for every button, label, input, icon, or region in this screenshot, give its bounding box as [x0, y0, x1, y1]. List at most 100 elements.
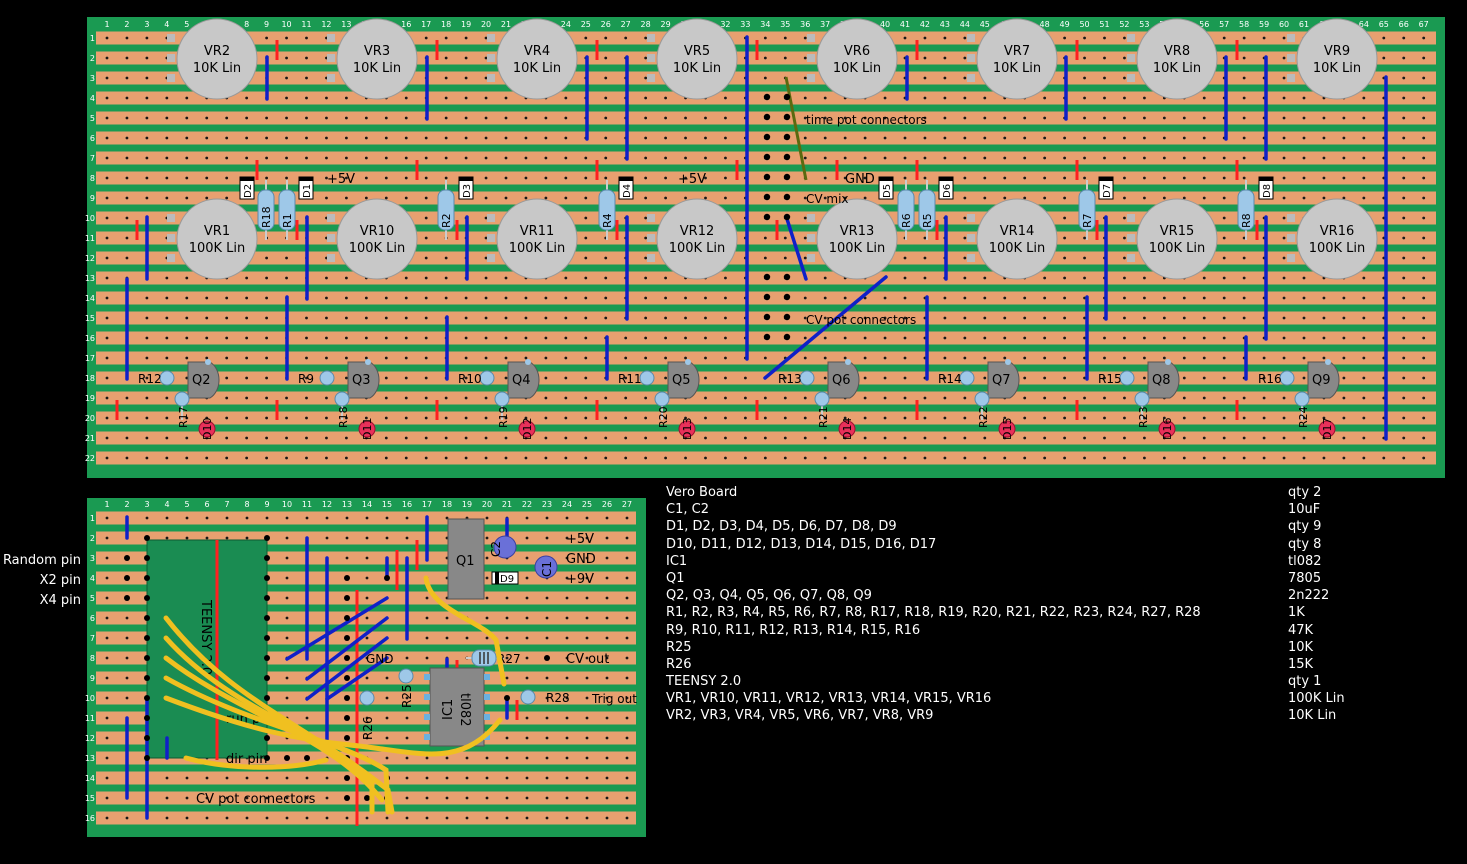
hole: [843, 356, 847, 360]
hole: [1362, 456, 1366, 460]
hole: [444, 156, 448, 160]
hole: [365, 616, 369, 620]
pot-lug: [487, 54, 495, 62]
hole: [1023, 416, 1027, 420]
hole: [823, 96, 827, 100]
hole: [444, 296, 448, 300]
led-d17: D17: [1318, 418, 1336, 440]
teensy-pin: [144, 555, 150, 561]
column-number: 1: [104, 500, 109, 509]
hole: [1003, 136, 1007, 140]
hole: [883, 356, 887, 360]
column-number: 58: [1239, 20, 1249, 29]
time-pot-connectors-label: time pot connectors: [806, 113, 927, 127]
hole: [1063, 336, 1066, 340]
column-number: 17: [421, 20, 431, 29]
hole: [1362, 356, 1366, 360]
hole: [1202, 96, 1206, 100]
bom-parts: R25: [666, 639, 692, 655]
row-number: 3: [90, 74, 95, 83]
hole: [1342, 316, 1346, 320]
hole: [605, 616, 609, 620]
hole: [983, 156, 987, 160]
resistor-r7: R7: [1078, 180, 1096, 240]
hole: [1302, 196, 1306, 200]
hole: [1282, 76, 1286, 80]
resistor-r1: R1: [278, 180, 296, 240]
hole: [724, 276, 727, 280]
diode-label: D7: [1102, 184, 1113, 198]
hole: [105, 176, 109, 180]
column-number: 26: [601, 20, 611, 29]
hole: [1182, 416, 1186, 420]
hole: [1302, 176, 1306, 180]
hole: [585, 656, 589, 660]
hole: [1202, 456, 1206, 460]
hole: [664, 356, 667, 360]
hole: [505, 656, 509, 660]
led-d13: D13: [678, 418, 696, 440]
hole: [525, 796, 529, 800]
d9-label: D9: [500, 574, 514, 585]
hole: [963, 116, 967, 120]
hole: [125, 236, 129, 240]
hole: [1362, 376, 1366, 380]
pot-name: VR15: [1160, 224, 1194, 239]
hole: [265, 316, 268, 320]
hole: [744, 376, 747, 380]
hole: [1222, 156, 1226, 160]
hole: [464, 436, 468, 440]
hole: [883, 96, 887, 100]
hole: [1222, 216, 1226, 220]
hole: [404, 156, 408, 160]
hole: [704, 196, 707, 200]
hole: [485, 556, 489, 560]
hole: [1123, 176, 1126, 180]
hole: [883, 436, 887, 440]
column-number: 27: [621, 20, 631, 29]
hole: [125, 36, 129, 40]
hole: [384, 136, 388, 140]
hole: [105, 776, 109, 780]
hole: [823, 116, 827, 120]
resistor-body: [257, 189, 275, 231]
hole: [484, 296, 488, 300]
hole: [405, 776, 409, 780]
hole: [1422, 316, 1426, 320]
hole: [644, 396, 648, 400]
hole: [565, 696, 569, 700]
hole: [1402, 236, 1406, 240]
pot-lug: [487, 234, 495, 242]
hole: [225, 816, 229, 820]
hole: [1402, 196, 1406, 200]
hole: [883, 316, 887, 320]
transistor-pin: [1005, 359, 1011, 365]
pot-value: 100K Lin: [509, 241, 566, 256]
hole: [1103, 136, 1106, 140]
pot-name: VR3: [364, 44, 390, 59]
hole: [425, 636, 429, 640]
hole: [684, 416, 687, 420]
pot-lug: [807, 214, 815, 222]
pot-lug: [1127, 54, 1135, 62]
hole: [325, 516, 329, 520]
hole: [1103, 76, 1106, 80]
hole: [345, 376, 348, 380]
diode-d5: D5: [878, 176, 894, 200]
led-body: [678, 420, 696, 438]
hole: [983, 116, 987, 120]
pot-name: VR1: [204, 224, 230, 239]
transistor-body: [987, 361, 1020, 399]
hole: [803, 296, 807, 300]
hole: [404, 276, 408, 280]
hole: [404, 296, 408, 300]
resistor-r5: R5: [918, 180, 936, 240]
hole: [464, 96, 468, 100]
hole: [1143, 176, 1146, 180]
transistor-pin: [1325, 359, 1331, 365]
diode-band: [1099, 177, 1113, 181]
link-wire: [785, 217, 808, 281]
